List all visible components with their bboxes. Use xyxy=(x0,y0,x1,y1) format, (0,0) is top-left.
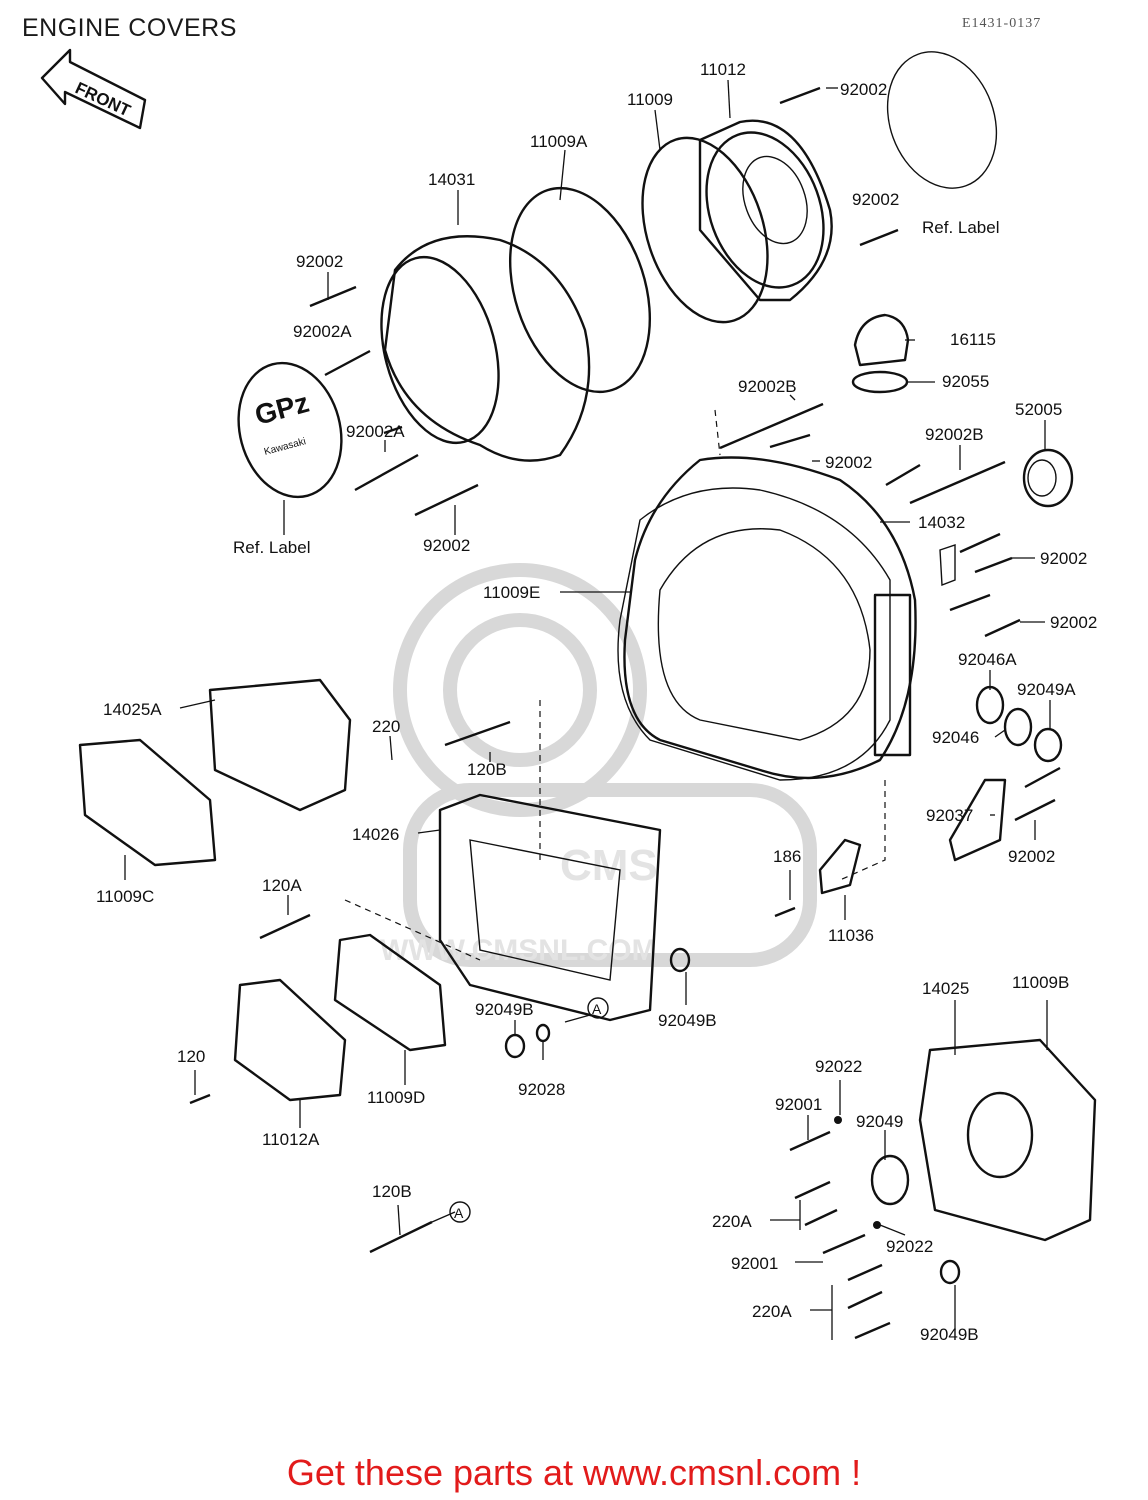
label-11009: 11009 xyxy=(627,90,673,109)
label-120B: 120B xyxy=(372,1182,412,1201)
bushing-92046 xyxy=(1003,707,1033,747)
page-title: ENGINE COVERS xyxy=(22,14,237,42)
label-14026: 14026 xyxy=(352,825,399,844)
label-220A: 220A xyxy=(752,1302,792,1321)
cover-14026 xyxy=(438,793,662,1022)
watermark: CMS WWW.CMSNL.COM xyxy=(380,563,817,967)
bushing-92049A xyxy=(1033,727,1063,763)
label-92037: 92037 xyxy=(926,806,973,825)
label-14025: 14025 xyxy=(922,979,969,998)
cover-14025A xyxy=(208,678,352,812)
label-11009E: 11009E xyxy=(483,583,540,602)
label-92002A: 92002A xyxy=(293,322,352,341)
label-92049: 92049 xyxy=(856,1112,903,1131)
label-ref-label: Ref. Label xyxy=(922,218,1000,237)
label-11009C: 11009C xyxy=(96,887,154,906)
label-92002: 92002 xyxy=(1008,847,1055,866)
label-92049B: 92049B xyxy=(920,1325,979,1344)
gasket-11009D xyxy=(333,933,447,1052)
label-16115: 16115 xyxy=(950,330,996,349)
oil-cap-16115 xyxy=(851,313,910,394)
label-11036: 11036 xyxy=(828,926,874,945)
drawing-code: E1431-0137 xyxy=(962,16,1042,31)
cover-14025 xyxy=(918,1038,1097,1242)
gpz-badge-text: GPz xyxy=(252,387,313,431)
seal-92049 xyxy=(870,1154,910,1206)
gasket-11009A xyxy=(508,186,652,394)
front-arrow-icon: FRONT xyxy=(40,48,147,130)
watermark-logo: CMS xyxy=(560,841,658,890)
label-14032: 14032 xyxy=(918,513,965,532)
label-92002: 92002 xyxy=(423,536,470,555)
label-186: 186 xyxy=(773,847,801,866)
label-ref-label: Ref. Label xyxy=(233,538,311,557)
cover-11012A xyxy=(233,978,347,1102)
label-92028: 92028 xyxy=(518,1080,565,1099)
label-92022: 92022 xyxy=(815,1057,862,1076)
marker-a-1: A xyxy=(587,997,609,1019)
gpz-badge: GPz Kawasaki xyxy=(237,361,343,499)
label-120A: 120A xyxy=(262,876,302,895)
footer-link[interactable]: Get these parts at www.cmsnl.com ! xyxy=(0,1452,1148,1494)
leader-lines xyxy=(124,79,1051,1340)
label-11009B: 11009B xyxy=(1012,973,1069,992)
label-92002: 92002 xyxy=(1040,549,1087,568)
label-92002: 92002 xyxy=(825,453,872,472)
marker-a-2: A xyxy=(449,1201,471,1223)
label-92055: 92055 xyxy=(942,372,989,391)
label-92001: 92001 xyxy=(731,1254,778,1273)
label-92046: 92046 xyxy=(932,728,979,747)
front-arrow-label: FRONT xyxy=(72,78,134,120)
label-92022: 92022 xyxy=(886,1237,933,1256)
watermark-url: WWW.CMSNL.COM xyxy=(380,934,657,967)
bracket-92037 xyxy=(948,778,1007,862)
label-92046A: 92046A xyxy=(958,650,1017,669)
alignment-lines xyxy=(344,409,886,961)
gasket-11009C xyxy=(78,738,217,867)
label-92002A: 92002A xyxy=(346,422,405,441)
bushing-92049B-a xyxy=(669,947,691,973)
label-92002: 92002 xyxy=(840,80,887,99)
label-11009A: 11009A xyxy=(530,132,588,151)
bushing-92049B-c xyxy=(939,1259,961,1285)
bushing-92046A xyxy=(975,685,1005,725)
cover-14031 xyxy=(380,235,591,462)
label-52005: 52005 xyxy=(1015,400,1062,419)
bolts xyxy=(189,86,1061,1340)
bracket-186 xyxy=(939,544,956,586)
label-92049B: 92049B xyxy=(658,1011,717,1030)
gasket-11009E xyxy=(617,487,891,781)
label-11009D: 11009D xyxy=(367,1088,425,1107)
label-14025A: 14025A xyxy=(103,700,162,719)
label-11012A: 11012A xyxy=(262,1130,320,1149)
bushing-92049B-b xyxy=(504,1033,526,1059)
cover-11012 xyxy=(698,119,833,302)
footer-link-text[interactable]: Get these parts at www.cmsnl.com ! xyxy=(286,1452,862,1493)
label-92002: 92002 xyxy=(852,190,899,209)
label-92002: 92002 xyxy=(296,252,343,271)
clamp-11036 xyxy=(818,838,862,895)
label-92049B: 92049B xyxy=(475,1000,534,1019)
ref-label-disc-right xyxy=(886,51,998,189)
seal-52005 xyxy=(1022,448,1074,508)
cover-14032 xyxy=(623,456,917,780)
label-120: 120 xyxy=(177,1047,205,1066)
collar-92028 xyxy=(535,1023,551,1043)
svg-text:A: A xyxy=(592,1001,602,1017)
label-220A: 220A xyxy=(712,1212,752,1231)
label-92049A: 92049A xyxy=(1017,680,1076,699)
label-92002B: 92002B xyxy=(925,425,984,444)
label-92002: 92002 xyxy=(1050,613,1097,632)
part-labels: 11012 11009 92002 11009A 14031 92002 Ref… xyxy=(96,60,1097,1344)
svg-text:A: A xyxy=(454,1205,464,1221)
label-120B: 120B xyxy=(467,760,507,779)
label-11012: 11012 xyxy=(700,60,746,79)
gpz-badge-brand: Kawasaki xyxy=(263,436,307,458)
label-220: 220 xyxy=(372,717,400,736)
label-92001: 92001 xyxy=(775,1095,822,1114)
label-92002B: 92002B xyxy=(738,377,797,396)
label-14031: 14031 xyxy=(428,170,475,189)
gasket-11009 xyxy=(641,136,769,324)
